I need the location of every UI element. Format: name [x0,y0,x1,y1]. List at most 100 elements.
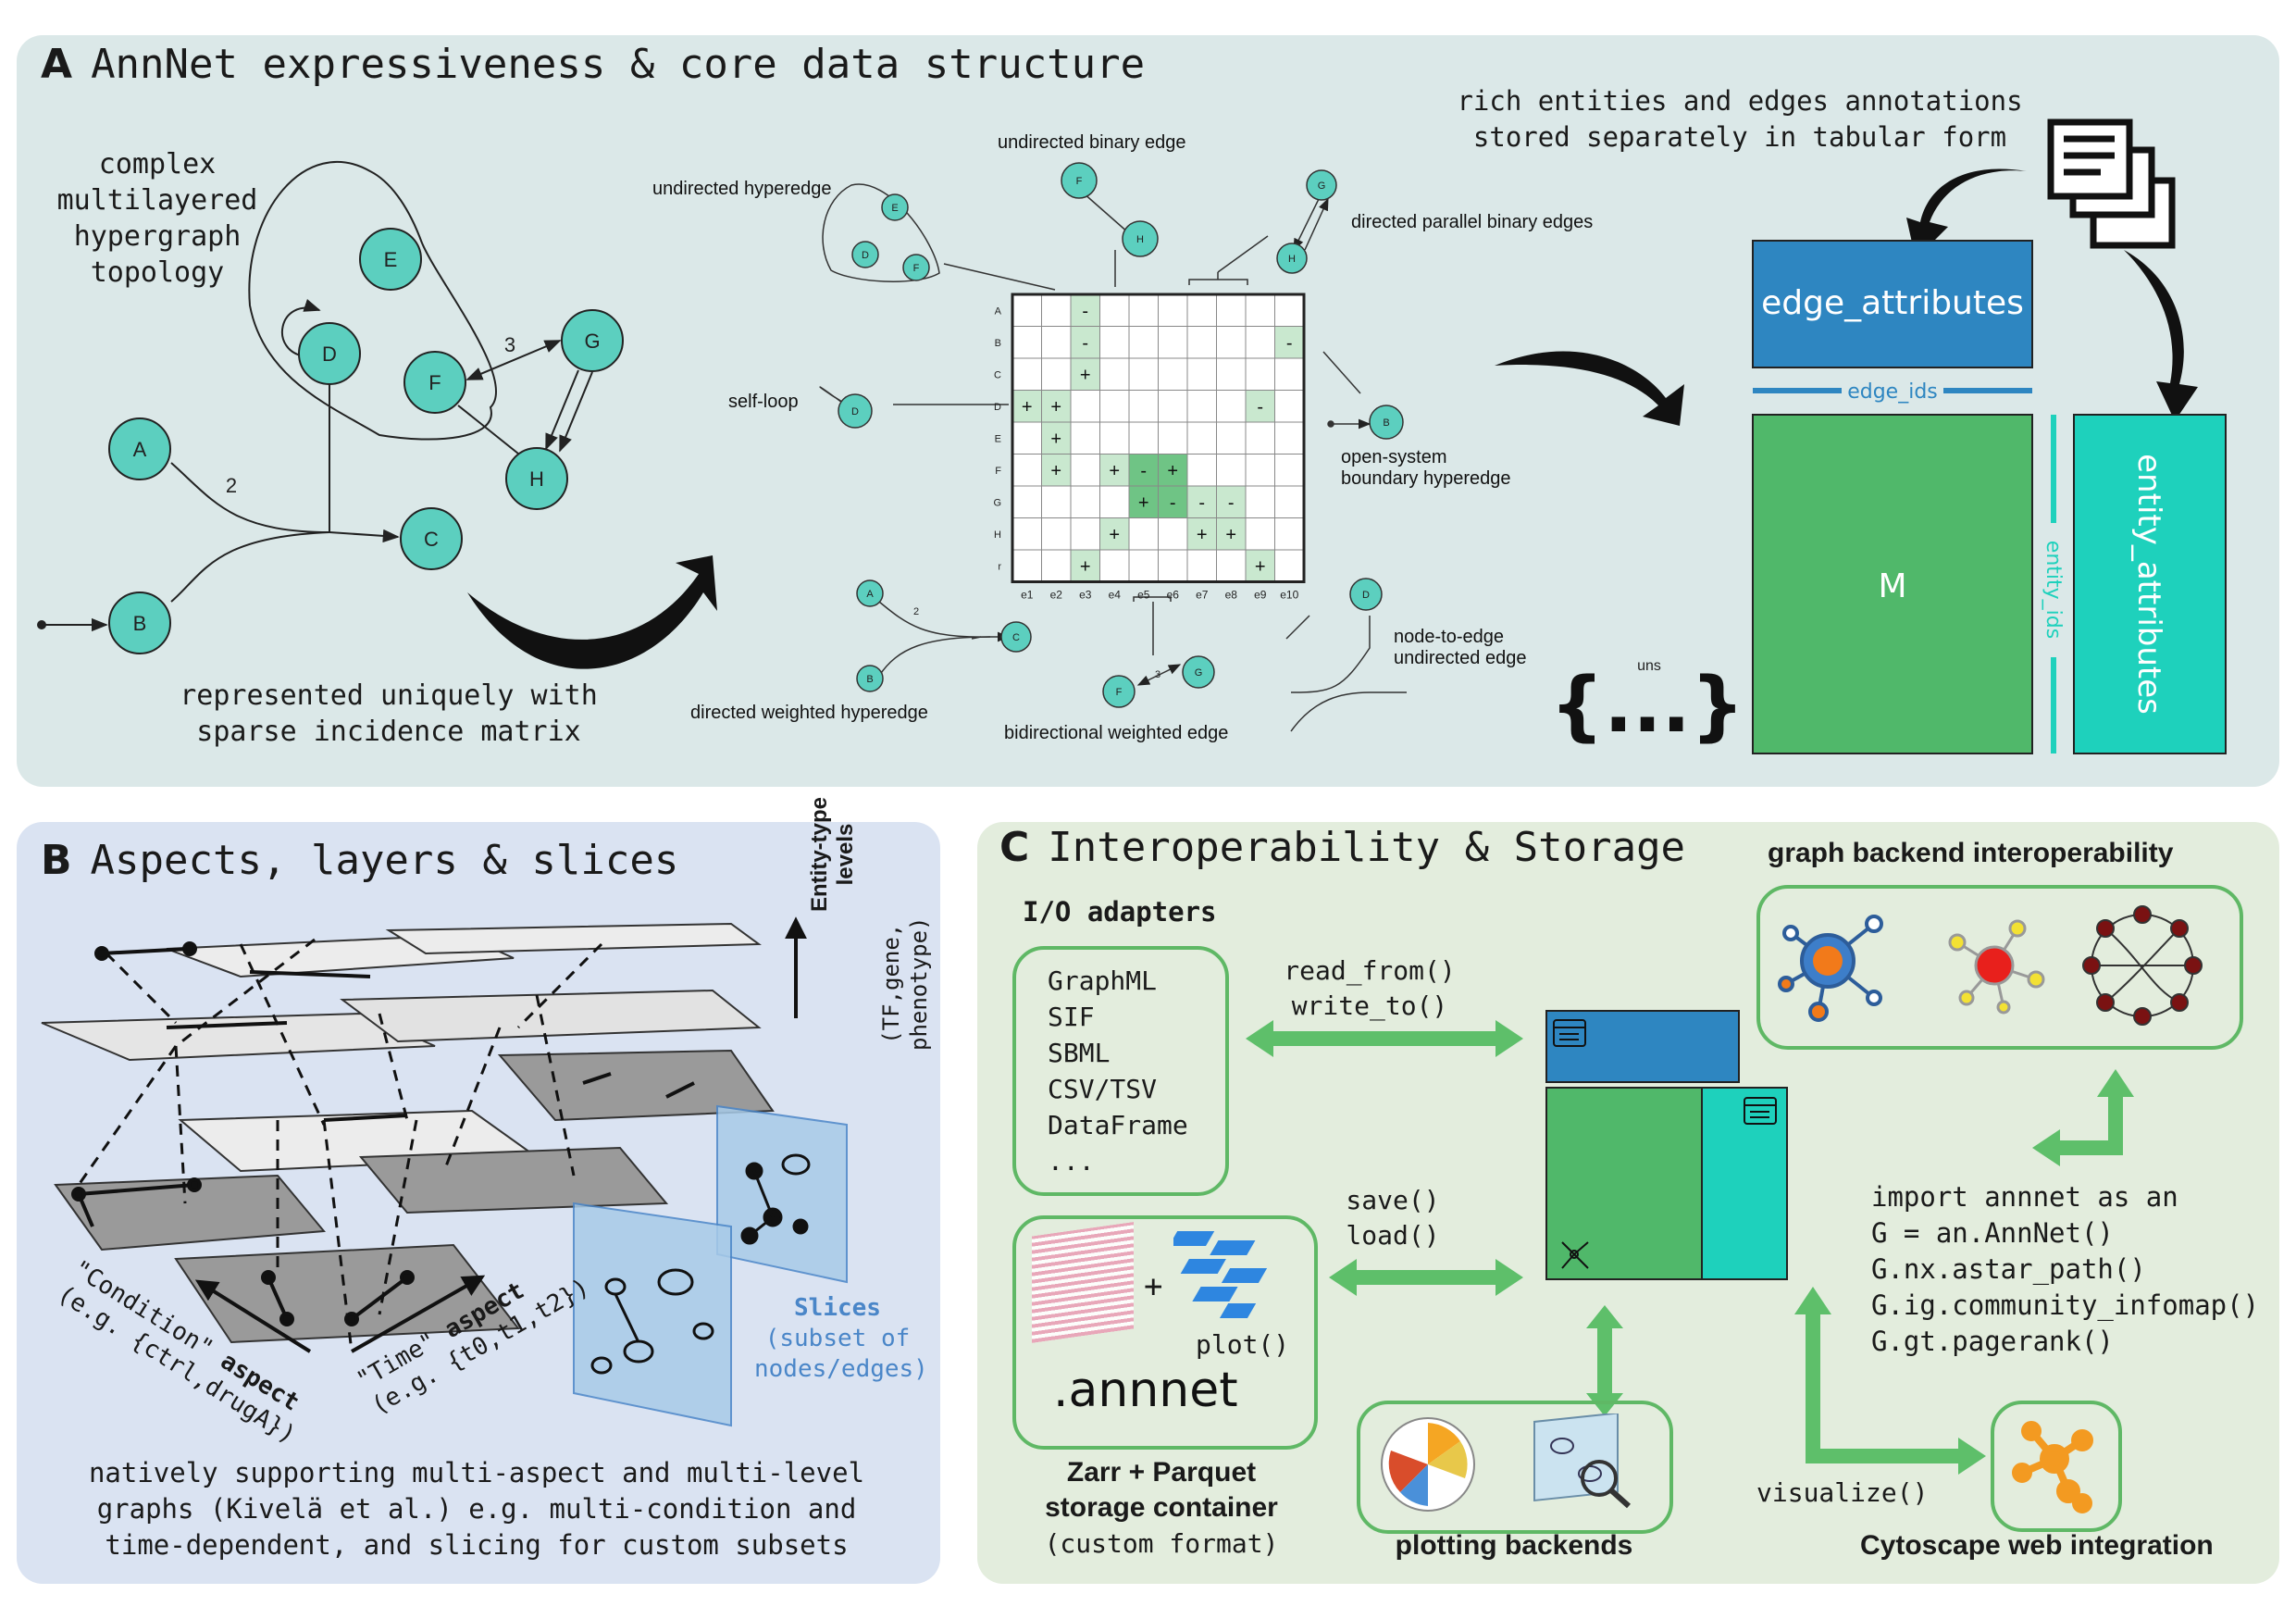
cytoscape-icon[interactable] [2004,1413,2105,1514]
node-e [359,228,422,291]
weight-label-a-c: 2 [226,474,237,497]
matplotlib-icon[interactable] [1377,1414,1488,1515]
callout-self-loop: self-loop [728,392,799,412]
graphviz-icon[interactable] [1525,1414,1636,1515]
matrix-row-label: B [995,338,1001,349]
matrix-cell-value: + [1050,397,1061,417]
node-b [108,592,171,654]
svg-text:B: B [1383,417,1389,429]
plotting-backends-box [1357,1401,1673,1534]
matrix-cell-fill [1158,454,1187,486]
format-dataframe[interactable]: DataFrame [1048,1110,1188,1140]
matrix-col-label: e10 [1280,589,1298,602]
edge-attributes-label: edge_attributes [1761,284,2024,322]
green-arrows [1246,1020,2134,1475]
format-more: ... [1048,1146,1095,1177]
table-icons [1553,1019,1777,1269]
backend-arrow [2032,1069,2134,1166]
node-label-a: A [133,438,147,461]
matrix-cell-fill [1129,454,1159,486]
io-adapters-title: I/O adapters [1023,896,1217,928]
matrix-cell-value: + [1225,525,1236,545]
node-label-c: C [424,528,439,551]
matrix-cell-fill [1071,358,1100,391]
matrix-cell-fill [1216,486,1246,518]
panel-b-figure [41,916,848,1427]
matrix-cell-fill [1246,550,1275,582]
cytoscape-label: Cytoscape web integration [1860,1530,2214,1561]
matrix-cell-fill [1012,390,1042,422]
node-label-h: H [529,467,544,491]
edge-ids-label: edge_ids [1847,380,1938,404]
layer-mid-left [41,1012,436,1062]
io-adapters-box [1012,946,1229,1196]
matrix-col-label: e8 [1225,589,1238,602]
plotting-backends-label: plotting backends [1395,1530,1633,1561]
svg-text:D: D [851,406,859,417]
matrix-row-label: r [998,561,1001,572]
matrix-cell-value: - [1082,333,1088,354]
matrix-cell-value: + [1022,397,1033,417]
matrix-cell-fill [1071,326,1100,358]
hypergraph [37,160,593,632]
matrix-cell-value: + [1050,429,1061,449]
svg-text:2: 2 [913,606,919,617]
svg-text:F: F [913,263,920,274]
plot-arrow [1586,1305,1623,1416]
edge-g-h-2 [559,371,593,453]
edge-b-c [170,531,330,603]
panel-c-figure [1246,1010,2134,1475]
uns-label: uns [1637,658,1661,674]
format-sbml[interactable]: SBML [1048,1038,1111,1068]
edge-f-h [457,405,519,455]
hyperedge-outline [248,160,498,441]
matrix-row-label: H [994,529,1001,541]
format-csv-tsv[interactable]: CSV/TSV [1048,1074,1158,1104]
networkx-icon[interactable] [1778,915,1883,1022]
node-g [561,309,624,372]
matrix-cell-fill [1274,326,1304,358]
layer-low-left [54,1174,326,1252]
format-graphml[interactable]: GraphML [1048,965,1158,996]
svg-text:C: C [1012,632,1020,643]
matrix-col-label: e4 [1109,589,1122,602]
layer-low-right [497,1049,775,1122]
matrix-cell-fill [1041,454,1071,486]
layer-stack [41,922,775,1344]
time-axis-arrow [351,1275,486,1353]
svg-text:F: F [1116,687,1123,698]
layer-graphs [71,941,695,1326]
entity-attributes-block [2073,414,2227,754]
visualize-arrow [1794,1287,1986,1475]
panel-b-caption: natively supporting multi-aspect and mul… [88,1457,865,1561]
matrix-cell-value: + [1167,461,1178,481]
arrow-to-structure [1495,351,1684,426]
slice-graphs [590,1153,811,1375]
open-end-dot [37,620,46,629]
matrix-cell-fill [1187,517,1217,550]
svg-text:H: H [1136,234,1144,245]
node-h [505,447,568,510]
condition-axis-arrow [194,1279,312,1353]
igraph-icon[interactable] [1948,919,2045,1015]
matrix-cell-value: - [1140,461,1147,481]
callout-undirected-hyperedge: undirected hyperedge [652,179,831,199]
format-sif[interactable]: SIF [1048,1002,1095,1032]
matrix-row-label: A [995,305,1002,317]
matrix-cell-value: + [1050,461,1061,481]
graph-tool-icon[interactable] [2082,905,2203,1026]
entity-axis-sub: (TF,gene,phenotype) [878,916,932,1052]
arrow-to-matrix [467,555,717,669]
matrix-cell-fill [1129,486,1159,518]
plot-label: plot() [1196,1329,1290,1360]
graph-backend-box [1756,885,2243,1050]
